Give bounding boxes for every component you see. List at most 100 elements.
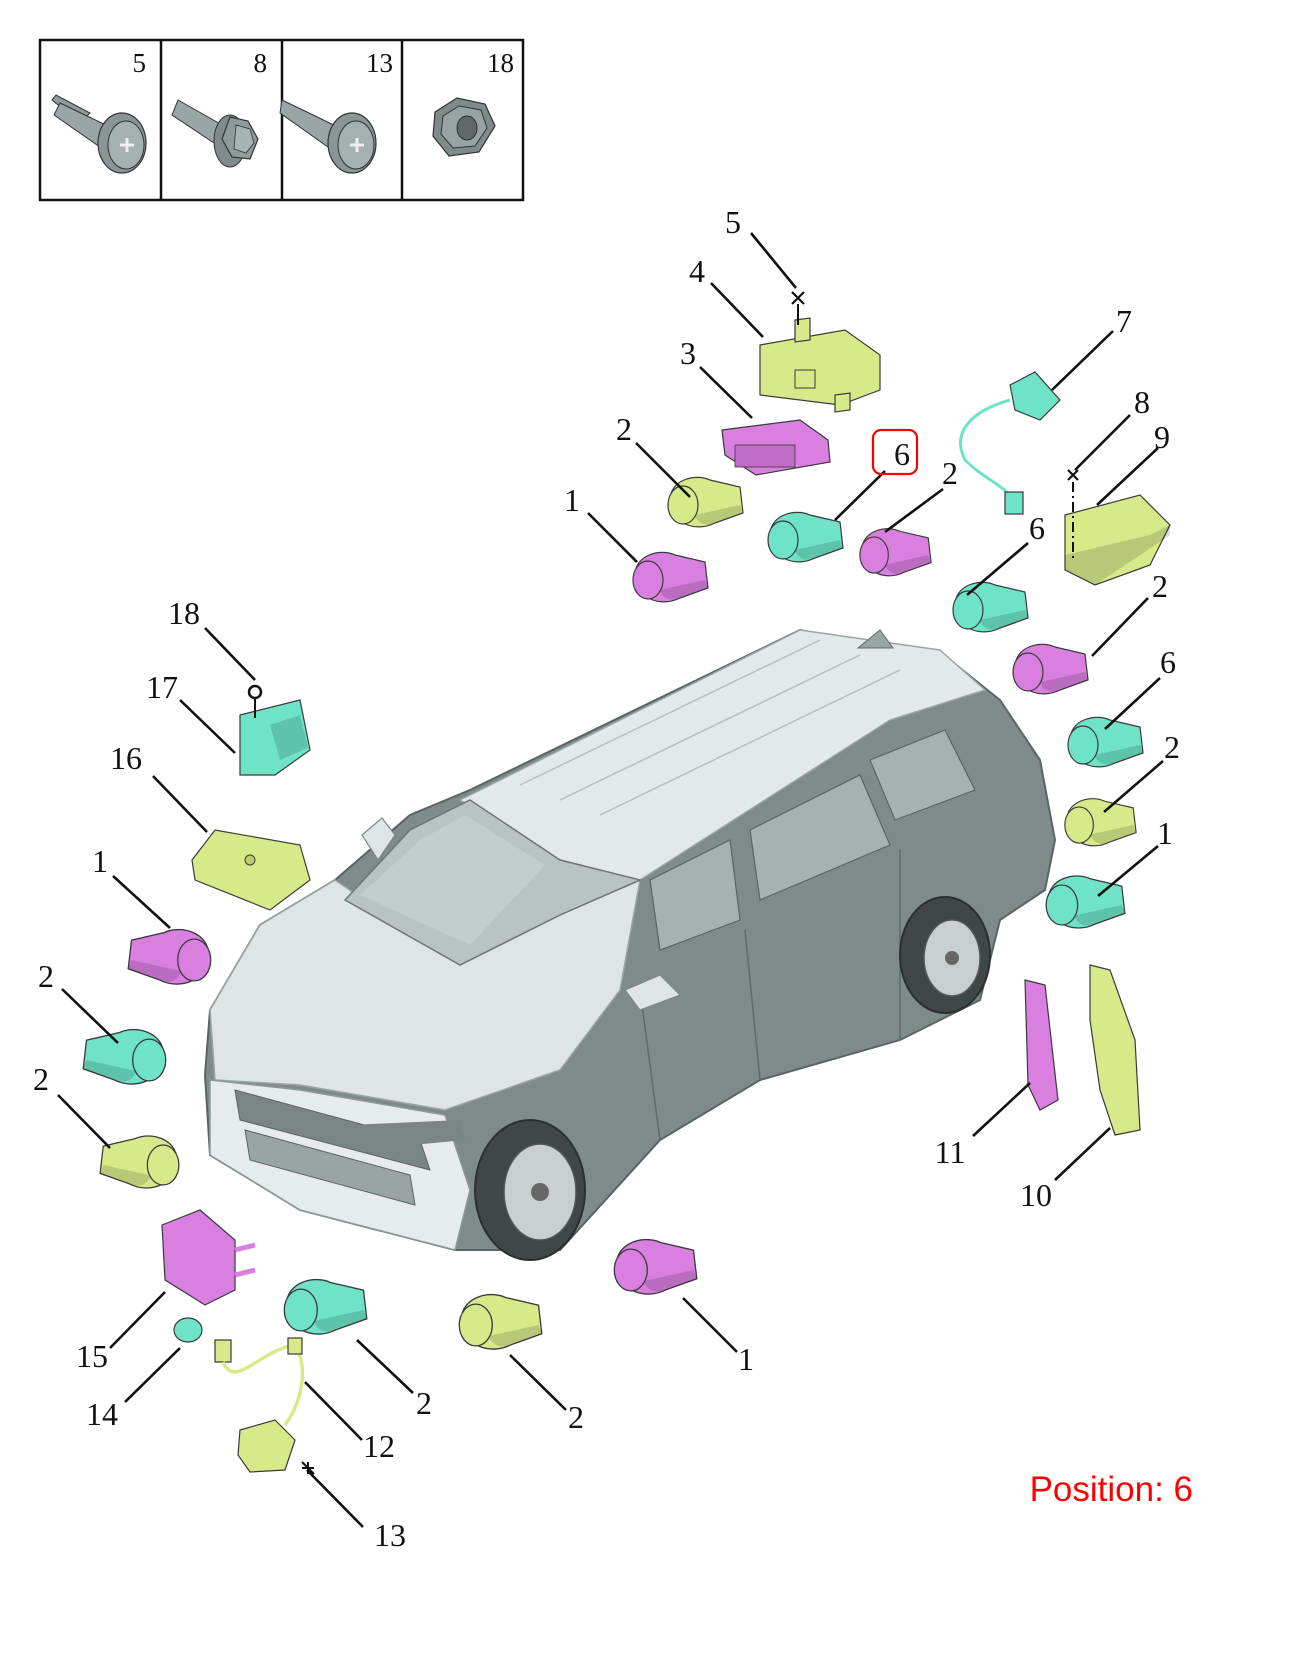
- callout-3[interactable]: 3: [680, 335, 696, 371]
- sensor-part-1-shading: [128, 960, 181, 982]
- sensor-part-2[interactable]: [1064, 798, 1137, 847]
- part-10-bracket[interactable]: [1089, 964, 1141, 1136]
- callout-6[interactable]: 6: [1160, 644, 1176, 680]
- fastener-marks: [247, 291, 1079, 1475]
- sensor-part-6[interactable]: [1067, 716, 1144, 768]
- part-14-small-part[interactable]: [173, 1317, 203, 1343]
- callout-12[interactable]: 12: [363, 1428, 395, 1464]
- callout-4[interactable]: 4: [689, 253, 705, 289]
- callout-1[interactable]: 1: [1157, 815, 1173, 851]
- pan-head-screw-icon: [279, 99, 377, 174]
- part-9-control-module[interactable]: [1064, 494, 1171, 586]
- callout-2[interactable]: 2: [416, 1385, 432, 1421]
- callout-numbers: 5 4 3 2 1 6 2 7 8 9 6 2 6 2 1 18 17 16 1…: [33, 204, 1180, 1553]
- callout-9[interactable]: 9: [1154, 419, 1170, 455]
- callout-1[interactable]: 1: [738, 1341, 754, 1377]
- callout-2[interactable]: 2: [1164, 729, 1180, 765]
- sensor-part-2-face: [283, 1288, 318, 1332]
- sensor-part-6-face: [952, 590, 984, 630]
- sensor-part-1-face: [613, 1248, 648, 1292]
- sensor-part-6[interactable]: [952, 581, 1029, 633]
- callout-2[interactable]: 2: [616, 411, 632, 447]
- position-label: Position: 6: [1030, 1470, 1193, 1509]
- sensor-part-1[interactable]: [632, 551, 709, 603]
- part-17-module[interactable]: [239, 699, 311, 776]
- sensor-part-1-face: [177, 938, 212, 982]
- callout-7[interactable]: 7: [1116, 303, 1132, 339]
- sensor-part-2-shading: [695, 505, 743, 525]
- sensor-part-2-shading: [100, 1165, 151, 1186]
- part-3-module[interactable]: [721, 419, 831, 476]
- fastener-number-8: 8: [254, 48, 268, 78]
- vehicle-illustration: [203, 628, 1057, 1261]
- sensor-part-2-shading: [1090, 825, 1137, 844]
- sensor-part-2-face: [1012, 652, 1044, 692]
- sensor-part-2-face: [146, 1144, 180, 1186]
- callout-2[interactable]: 2: [1152, 568, 1168, 604]
- sensor-part-1-face: [1045, 884, 1079, 926]
- callout-1[interactable]: 1: [92, 843, 108, 879]
- sensor-part-2-shading: [83, 1060, 136, 1082]
- part-7-wiring-harness[interactable]: [959, 371, 1061, 515]
- sensor-part-1-shading: [644, 1270, 697, 1292]
- sensor-part-6-shading: [980, 610, 1028, 630]
- sensor-part-1[interactable]: [613, 1238, 698, 1295]
- callout-16[interactable]: 16: [110, 740, 142, 776]
- callout-6-selected[interactable]: 6: [894, 436, 910, 472]
- sensor-part-2-shading: [1040, 672, 1088, 692]
- part-4-bracket[interactable]: [759, 317, 881, 413]
- sensor-part-2[interactable]: [99, 1135, 180, 1189]
- fastener-number-5: 5: [133, 48, 147, 78]
- callout-1[interactable]: 1: [564, 482, 580, 518]
- part-11-strip[interactable]: [1024, 979, 1059, 1111]
- part-16-module[interactable]: [191, 829, 311, 911]
- callout-2[interactable]: 2: [942, 455, 958, 491]
- callout-17[interactable]: 17: [146, 669, 178, 705]
- callout-18[interactable]: 18: [168, 595, 200, 631]
- callout-14[interactable]: 14: [86, 1396, 118, 1432]
- callout-6[interactable]: 6: [1029, 510, 1045, 546]
- sensor-part-1[interactable]: [127, 928, 212, 985]
- sensor-part-2[interactable]: [859, 528, 932, 577]
- part-15-module[interactable]: [161, 1209, 256, 1306]
- selected-callout-highlight: [871, 428, 919, 476]
- callout-2[interactable]: 2: [33, 1061, 49, 1097]
- sensor-part-2[interactable]: [458, 1293, 543, 1350]
- sensor-part-2-shading: [489, 1325, 542, 1347]
- callout-2[interactable]: 2: [568, 1399, 584, 1435]
- fastener-number-13: 13: [366, 48, 393, 78]
- sensor-part-2-face: [859, 536, 889, 574]
- callout-8[interactable]: 8: [1134, 384, 1150, 420]
- sensor-part-1-shading: [1074, 905, 1125, 926]
- sensor-part-2-shading: [885, 555, 932, 574]
- callout-15[interactable]: 15: [76, 1338, 108, 1374]
- sensor-part-2[interactable]: [82, 1028, 167, 1085]
- sensor-part-2[interactable]: [1012, 643, 1089, 695]
- sensor-part-1-shading: [660, 580, 708, 600]
- sensor-part-1-face: [632, 560, 664, 600]
- callout-2[interactable]: 2: [38, 958, 54, 994]
- hex-flange-bolt-icon: [171, 99, 259, 168]
- sensor-part-6-shading: [1095, 745, 1143, 765]
- sensor-part-2-face: [1064, 806, 1094, 844]
- sensor-part-2[interactable]: [667, 476, 744, 528]
- sensor-part-2-face: [458, 1303, 493, 1347]
- callout-5[interactable]: 5: [725, 204, 741, 240]
- sensor-part-6-selected-shading: [795, 540, 843, 560]
- sensor-group: [82, 476, 1144, 1350]
- pan-head-screw-icon: [51, 94, 147, 174]
- sensor-part-6-selected-face: [767, 520, 799, 560]
- hex-flange-nut-icon: [432, 97, 496, 157]
- part-12-wiring-harness[interactable]: [214, 1337, 305, 1473]
- sensor-part-6-face: [1067, 725, 1099, 765]
- fastener-number-18: 18: [487, 48, 514, 78]
- callout-11[interactable]: 11: [935, 1134, 966, 1170]
- sensor-part-2-face: [667, 485, 699, 525]
- sensor-part-2-shading: [314, 1310, 367, 1332]
- sensor-part-2-face: [132, 1038, 167, 1082]
- callout-13[interactable]: 13: [374, 1517, 406, 1553]
- callout-10[interactable]: 10: [1020, 1177, 1052, 1213]
- sensor-part-2[interactable]: [283, 1278, 368, 1335]
- sensor-part-6-selected[interactable]: [767, 511, 844, 563]
